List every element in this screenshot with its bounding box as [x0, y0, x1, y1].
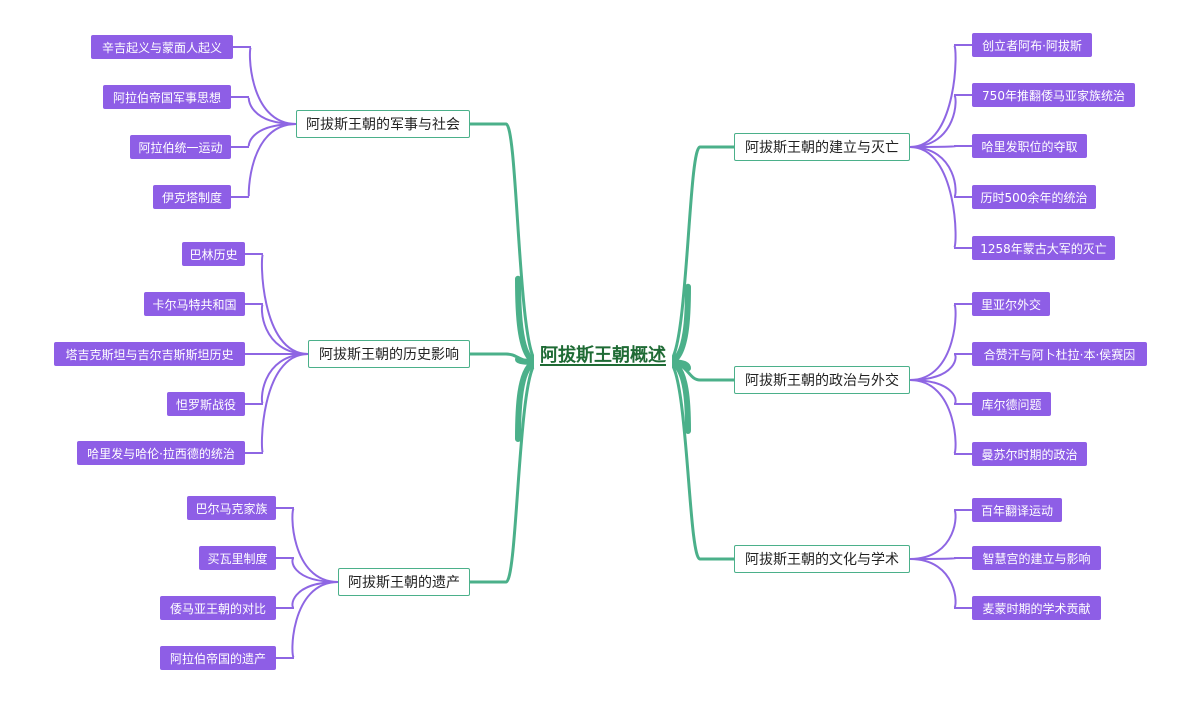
leaf-connector-legacy-3: [275, 581, 339, 659]
leaf-connector-history-3: [244, 353, 309, 405]
branch-topic-founding[interactable]: 阿拔斯王朝的建立与灭亡: [734, 133, 910, 161]
leaf-connector-politics-1: [909, 353, 973, 381]
leaf-connector-history-0: [244, 253, 309, 355]
branch-topic-politics[interactable]: 阿拔斯王朝的政治与外交: [734, 366, 910, 394]
leaf-topic[interactable]: 历时500余年的统治: [972, 185, 1096, 209]
leaf-topic[interactable]: 伊克塔制度: [153, 185, 231, 209]
leaf-connector-legacy-2: [275, 581, 339, 609]
leaf-connector-history-4: [244, 353, 309, 454]
leaf-connector-military-2: [230, 123, 297, 148]
leaf-topic[interactable]: 买瓦里制度: [199, 546, 276, 570]
leaf-connector-politics-2: [909, 379, 973, 405]
leaf-topic[interactable]: 塔吉克斯坦与吉尔吉斯斯坦历史: [54, 342, 245, 366]
leaf-connector-legacy-0: [275, 507, 339, 583]
leaf-topic[interactable]: 麦蒙时期的学术贡献: [972, 596, 1101, 620]
leaf-topic[interactable]: 哈里发职位的夺取: [972, 134, 1087, 158]
leaf-connector-culture-0: [909, 509, 973, 560]
leaf-connector-culture-1: [909, 557, 973, 560]
leaf-topic[interactable]: 阿拉伯帝国军事思想: [103, 85, 231, 109]
trunk-connector-founding: [666, 145, 736, 364]
leaf-connector-founding-3: [909, 146, 973, 198]
leaf-connector-military-0: [232, 46, 297, 125]
leaf-topic[interactable]: 创立者阿布·阿拔斯: [972, 33, 1092, 57]
trunk-base-legacy: [515, 359, 541, 442]
leaf-topic[interactable]: 阿拉伯统一运动: [130, 135, 231, 159]
leaf-connector-military-3: [230, 123, 297, 198]
leaf-topic[interactable]: 智慧宫的建立与影响: [972, 546, 1101, 570]
trunk-connector-culture: [666, 360, 736, 561]
branch-topic-legacy[interactable]: 阿拔斯王朝的遗产: [338, 568, 470, 596]
leaf-topic[interactable]: 里亚尔外交: [972, 292, 1050, 316]
leaf-connector-culture-2: [909, 558, 973, 609]
branch-topic-military[interactable]: 阿拔斯王朝的军事与社会: [296, 110, 470, 138]
leaf-connector-military-1: [230, 96, 297, 125]
leaf-topic[interactable]: 怛罗斯战役: [167, 392, 245, 416]
branch-topic-culture[interactable]: 阿拔斯王朝的文化与学术: [734, 545, 910, 573]
leaf-topic[interactable]: 巴尔马克家族: [187, 496, 276, 520]
leaf-topic[interactable]: 750年推翻倭马亚家族统治: [972, 83, 1135, 107]
leaf-topic[interactable]: 阿拉伯帝国的遗产: [160, 646, 276, 670]
leaf-topic[interactable]: 哈里发与哈伦·拉西德的统治: [77, 441, 245, 465]
root-topic[interactable]: 阿拔斯王朝概述: [534, 340, 672, 368]
leaf-connector-founding-4: [909, 146, 973, 249]
leaf-topic[interactable]: 1258年蒙古大军的灭亡: [972, 236, 1115, 260]
leaf-connector-history-1: [244, 303, 309, 355]
leaf-topic[interactable]: 曼苏尔时期的政治: [972, 442, 1087, 466]
trunk-connector-legacy: [468, 360, 540, 584]
leaf-connector-legacy-1: [275, 557, 339, 583]
trunk-base-culture: [665, 359, 691, 434]
leaf-topic[interactable]: 百年翻译运动: [972, 498, 1062, 522]
leaf-topic[interactable]: 倭马亚王朝的对比: [160, 596, 276, 620]
leaf-topic[interactable]: 库尔德问题: [972, 392, 1051, 416]
leaf-topic[interactable]: 卡尔马特共和国: [144, 292, 245, 316]
trunk-connector-military: [468, 122, 540, 364]
leaf-topic[interactable]: 巴林历史: [182, 242, 245, 266]
leaf-connector-politics-0: [909, 303, 973, 381]
branch-topic-history[interactable]: 阿拔斯王朝的历史影响: [308, 340, 470, 368]
leaf-topic[interactable]: 合赞汗与阿卜杜拉·本·侯赛因: [972, 342, 1147, 366]
leaf-topic[interactable]: 辛吉起义与蒙面人起义: [91, 35, 233, 59]
leaf-connector-founding-0: [909, 44, 973, 148]
leaf-connector-founding-2: [909, 145, 973, 148]
leaf-connector-founding-1: [909, 94, 973, 148]
leaf-connector-politics-3: [909, 379, 973, 455]
